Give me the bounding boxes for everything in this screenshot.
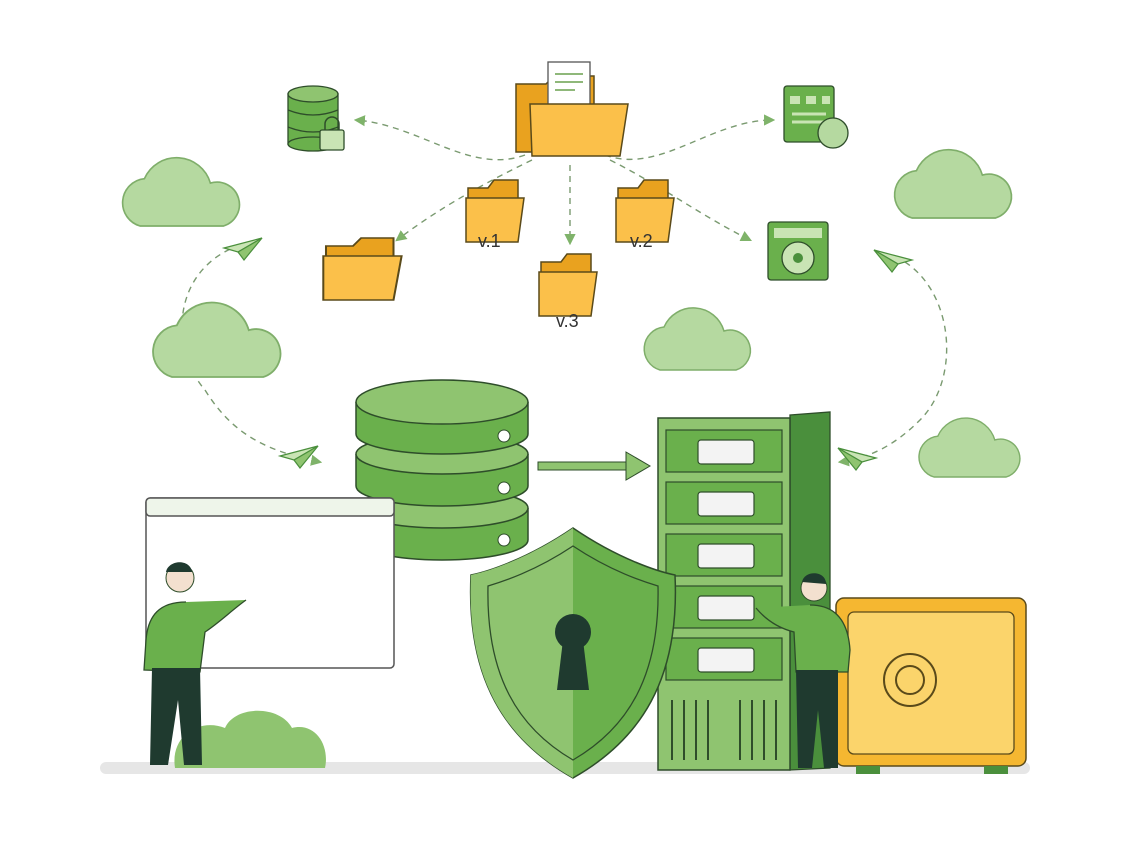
paper-plane-icon	[223, 237, 263, 261]
safe-icon	[835, 597, 1027, 774]
cloud-icon	[152, 301, 282, 378]
person-right	[755, 573, 851, 768]
top-flow-lines	[181, 114, 948, 467]
shield-keyhole-icon	[469, 527, 677, 779]
cloud-icon	[893, 148, 1013, 219]
version-label-v1: v.1	[478, 231, 501, 251]
folder-icon	[322, 236, 403, 302]
cloud-icon	[918, 417, 1021, 478]
lock-icon	[319, 129, 345, 151]
small-server-icon	[783, 85, 849, 149]
paper-plane-icon	[837, 447, 877, 471]
transfer-arrow-icon	[537, 451, 651, 481]
version-label-v3: v.3	[556, 311, 579, 331]
hard-drive-icon	[767, 221, 829, 281]
person-left	[143, 562, 247, 765]
database-lock-icon	[287, 85, 345, 152]
paper-plane-icon	[873, 249, 913, 273]
main-folder-icon	[515, 61, 629, 157]
cloud-icon	[643, 307, 752, 371]
paper-plane-icon	[279, 445, 319, 469]
version-label-v2: v.2	[630, 231, 653, 251]
folder-icon	[538, 253, 598, 317]
database-icon	[355, 379, 529, 561]
bush-decoration	[174, 710, 326, 768]
cloud-icon	[121, 156, 241, 227]
